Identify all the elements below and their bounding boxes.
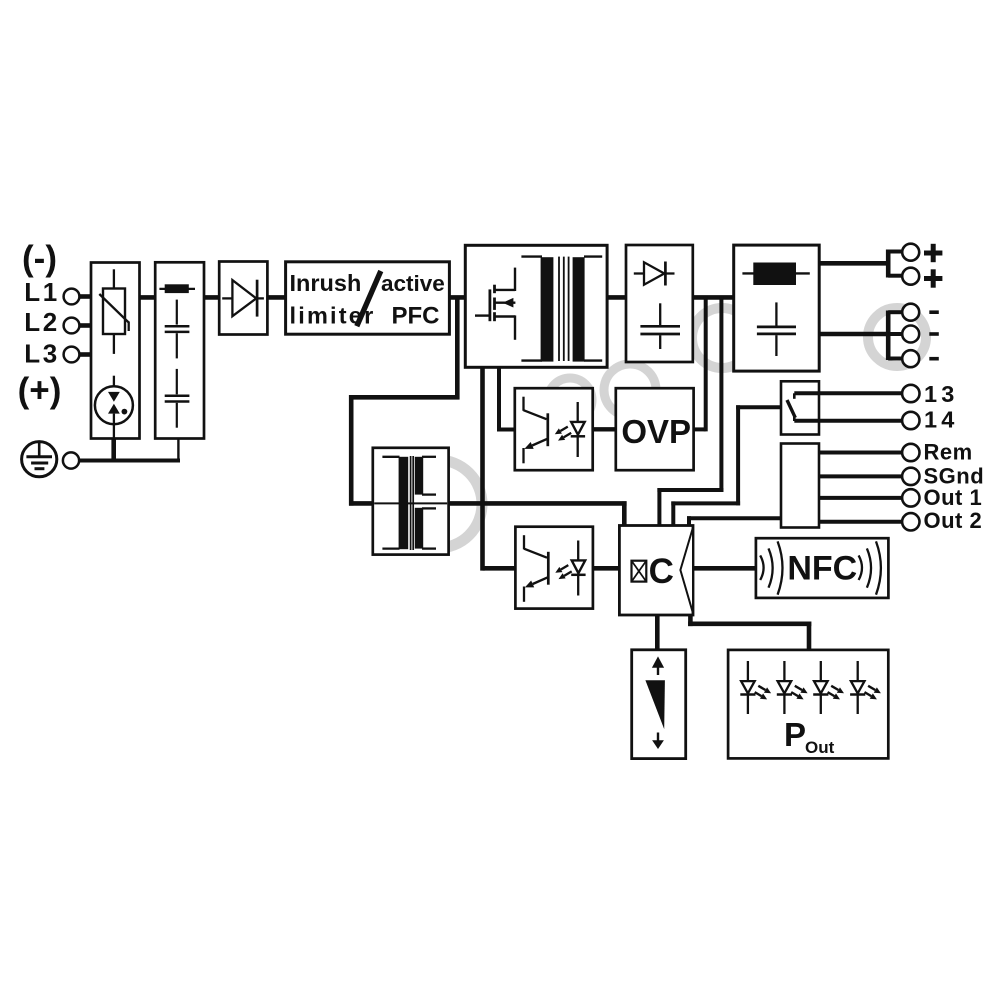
svg-text:Out 2: Out 2 (924, 508, 983, 533)
svg-text:Rem: Rem (924, 439, 973, 464)
svg-text:L1: L1 (24, 277, 60, 307)
svg-text:SGnd: SGnd (924, 464, 985, 489)
svg-text:Inrush: Inrush (290, 270, 362, 296)
svg-text:PFC: PFC (392, 303, 440, 330)
svg-text:active: active (381, 271, 445, 296)
svg-text:Out 1: Out 1 (924, 485, 983, 510)
svg-text:(-): (-) (22, 239, 57, 278)
svg-text:OVP: OVP (621, 413, 691, 450)
svg-text:14: 14 (924, 407, 959, 433)
svg-text:(+): (+) (18, 371, 62, 410)
svg-text:P: P (784, 716, 806, 753)
svg-text:Out: Out (805, 738, 835, 757)
svg-text:NFC: NFC (787, 549, 857, 587)
svg-text:L3: L3 (24, 338, 60, 368)
svg-text:C: C (649, 552, 674, 591)
svg-text:L2: L2 (24, 307, 60, 337)
svg-text:13: 13 (924, 381, 959, 407)
